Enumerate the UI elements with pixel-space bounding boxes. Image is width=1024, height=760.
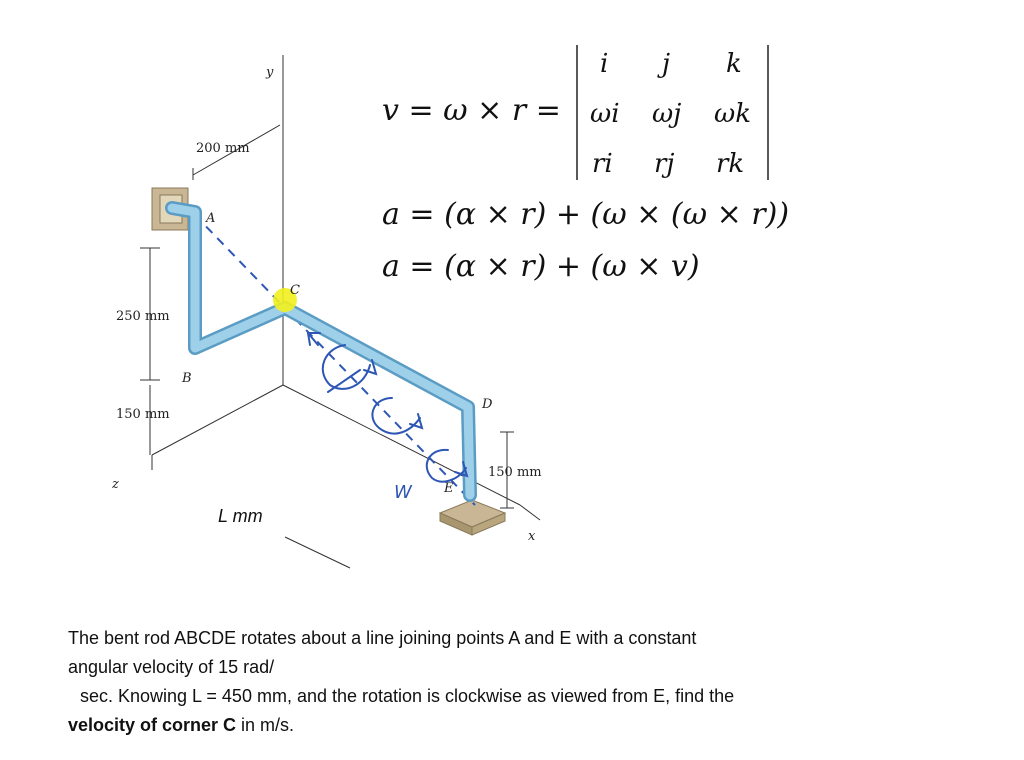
handwritten-rotation-arrows: [307, 332, 469, 483]
problem-line-2: angular velocity of 15 rad/: [68, 657, 275, 677]
bent-rod: [165, 201, 477, 502]
dim-L-mm: L mm: [218, 506, 263, 526]
bent-rod-diagram: y z x 200 mm 250 mm 150 mm 150 mm L mm A…: [111, 45, 789, 569]
problem-line-1: The bent rod ABCDE rotates about a line …: [68, 628, 697, 648]
dim-250mm: 250 mm: [116, 309, 170, 324]
z-axis-label: z: [111, 477, 119, 492]
highlight-C: [273, 288, 297, 312]
point-E-label: E: [443, 481, 454, 496]
support-E: [438, 499, 507, 536]
axis-AE-dashed: [194, 214, 476, 506]
problem-line-4: velocity of corner C in m/s.: [68, 711, 948, 740]
matrix-r2c2: ωj: [652, 99, 681, 129]
acceleration-equation-2: a = (α × r) + (ω × v): [382, 249, 700, 284]
matrix-r3c2: rj: [654, 149, 675, 179]
dim-150mm-left: 150 mm: [116, 407, 170, 422]
dim-150mm-right: 150 mm: [488, 465, 542, 480]
matrix-r1c1: i: [600, 49, 608, 79]
problem-line-4-bold: velocity of corner C: [68, 715, 237, 735]
problem-statement: The bent rod ABCDE rotates about a line …: [68, 624, 948, 740]
matrix-r1c2: j: [657, 49, 670, 79]
problem-line-4-rest: in m/s.: [236, 715, 295, 735]
matrix-r2c1: ωi: [590, 99, 620, 129]
matrix-r3c3: rk: [716, 149, 744, 179]
point-B-label: B: [181, 371, 192, 386]
x-axis-label: x: [528, 529, 536, 544]
problem-line-3: sec. Knowing L = 450 mm, and the rotatio…: [80, 686, 735, 706]
point-D-label: D: [481, 397, 493, 412]
matrix-r3c1: ri: [592, 149, 613, 179]
point-A-label: A: [205, 211, 215, 226]
dim-200mm: 200 mm: [196, 141, 250, 156]
equations-block: v = ω × r = i j k ωi ωj ωk ri rj rk a = …: [382, 45, 789, 284]
acceleration-equation-1: a = (α × r) + (ω × (ω × r)): [382, 197, 789, 232]
y-axis-label: y: [265, 65, 274, 80]
matrix-r1c3: k: [726, 49, 742, 79]
matrix-r2c3: ωk: [714, 99, 751, 129]
point-C-label: C: [290, 283, 300, 298]
handwritten-w: W: [394, 482, 413, 503]
dimension-lines: [140, 124, 514, 569]
axes-frame: [151, 55, 541, 521]
velocity-equation-lhs: v = ω × r =: [382, 93, 561, 128]
